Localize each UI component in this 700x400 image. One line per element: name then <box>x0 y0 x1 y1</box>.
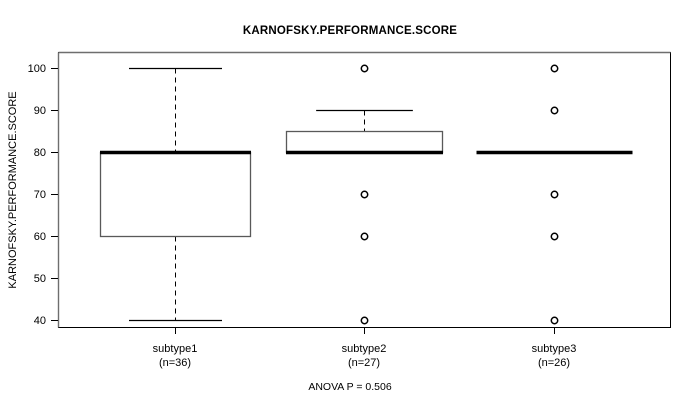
outlier-point <box>550 64 559 73</box>
outlier-point <box>360 232 369 241</box>
x-tick-label-subtype3: subtype3 <box>532 343 577 355</box>
box-rect <box>285 130 444 154</box>
anova-caption: ANOVA P = 0.506 <box>308 381 392 393</box>
x-tick-count-subtype3: (n=26) <box>538 357 570 369</box>
y-tick-label: 80 <box>34 147 46 159</box>
box-group-subtype2 <box>285 64 444 325</box>
y-axis-tick-labels: 100 90 80 70 60 50 40 <box>28 63 46 327</box>
x-tick-count-subtype1: (n=36) <box>159 357 191 369</box>
x-tick-count-subtype2: (n=27) <box>348 357 380 369</box>
box-series-layer <box>99 64 633 325</box>
y-tick-label: 40 <box>34 315 46 327</box>
x-axis-category-labels: subtype1 (n=36) subtype2 (n=27) subtype3… <box>153 343 577 369</box>
y-tick-label: 100 <box>28 63 46 75</box>
box-group-subtype3 <box>476 64 633 325</box>
y-tick-label: 60 <box>34 231 46 243</box>
y-axis-ticks <box>51 68 58 321</box>
outlier-point <box>550 106 559 115</box>
outlier-point <box>550 316 559 325</box>
outlier-point <box>360 64 369 73</box>
box-rect <box>99 151 252 238</box>
chart-title: KARNOFSKY.PERFORMANCE.SCORE <box>243 25 457 37</box>
outlier-point <box>360 316 369 325</box>
y-tick-label: 90 <box>34 105 46 117</box>
box-group-subtype1 <box>99 67 252 322</box>
y-axis-label: KARNOFSKY.PERFORMANCE.SCORE <box>7 91 19 288</box>
x-axis-ticks <box>175 327 555 334</box>
y-tick-label: 70 <box>34 189 46 201</box>
outlier-point <box>550 190 559 199</box>
x-tick-label-subtype2: subtype2 <box>342 343 387 355</box>
outlier-point <box>360 190 369 199</box>
y-tick-label: 50 <box>34 273 46 285</box>
outlier-point <box>550 232 559 241</box>
x-tick-label-subtype1: subtype1 <box>153 343 198 355</box>
